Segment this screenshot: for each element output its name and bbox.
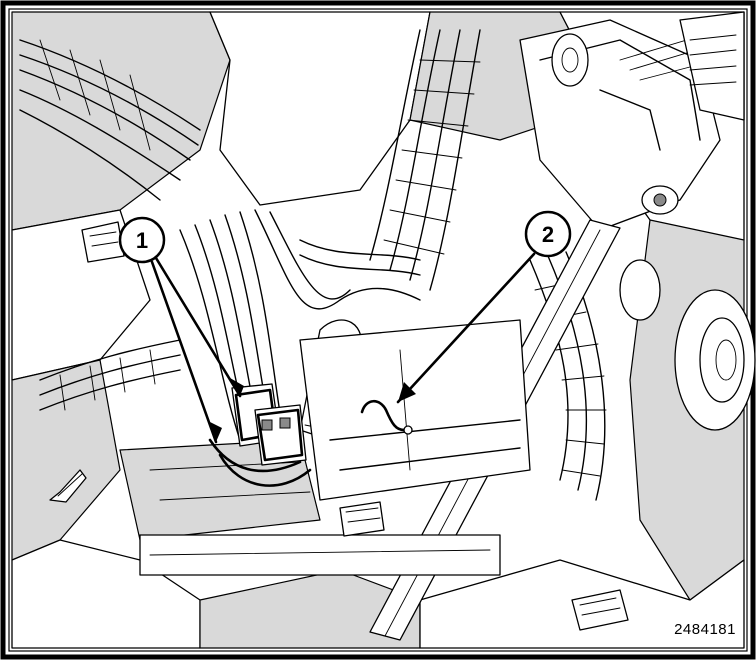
callout-1: 1	[118, 216, 244, 444]
callout-2: 2	[396, 210, 572, 404]
leader-line-1a	[154, 256, 242, 398]
leader-line-1b	[150, 260, 218, 444]
callout-2-circle	[524, 210, 572, 258]
lower-right-plug	[571, 589, 629, 631]
callout-1-label: 1	[136, 228, 148, 253]
lower-clip	[339, 501, 385, 537]
right-knob	[619, 259, 756, 431]
leader-arrow-2	[398, 382, 416, 402]
leader-arrow-1b	[210, 422, 222, 442]
column-bracket	[519, 11, 745, 231]
figure-id: 2484181	[674, 621, 736, 638]
harness-connectors	[208, 383, 312, 487]
callout-1-circle	[118, 216, 166, 264]
leader-line-2	[396, 252, 536, 404]
wire-pigtail	[360, 399, 413, 435]
center-module	[119, 319, 531, 576]
lower-left-screw	[49, 469, 87, 503]
callout-2-label: 2	[542, 222, 554, 247]
left-connector	[81, 221, 125, 263]
leader-arrow-1a	[230, 378, 244, 396]
